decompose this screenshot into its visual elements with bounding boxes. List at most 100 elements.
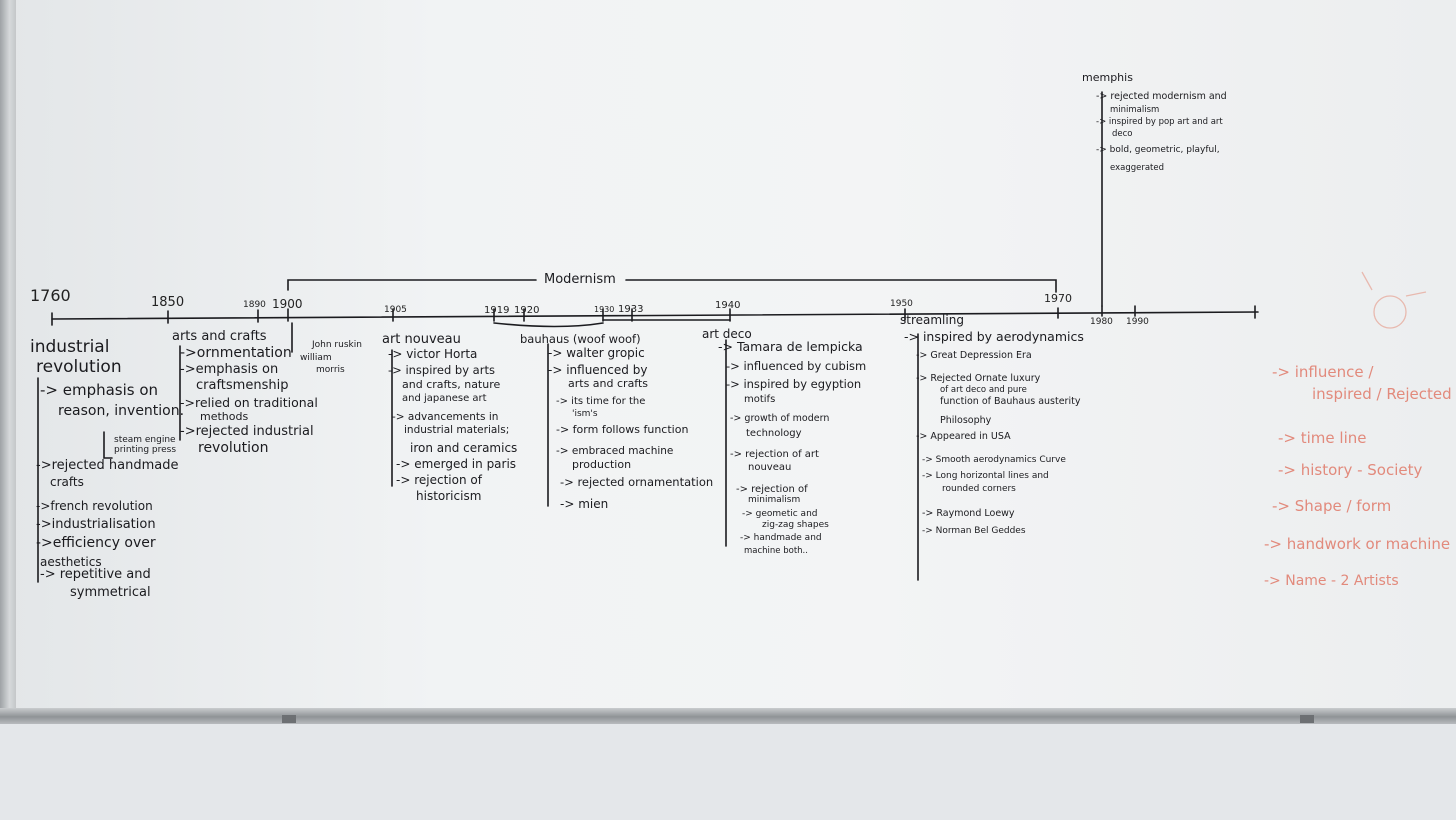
note-item: exaggerated xyxy=(1110,163,1165,173)
note-item: -> bold, geometric, playful, xyxy=(1096,145,1220,155)
year-label: 1905 xyxy=(384,305,407,315)
note-item: -> emphasis on xyxy=(40,381,159,399)
note-item: Philosophy xyxy=(940,415,992,426)
note-item: -> rejected modernism and xyxy=(1096,91,1227,102)
year-label: 1990 xyxy=(1126,317,1149,327)
note-item: of art deco and pure xyxy=(940,385,1027,395)
note-item: -> form follows function xyxy=(556,423,689,436)
note-item: zig-zag shapes xyxy=(762,520,829,530)
note-item: machine both.. xyxy=(744,546,808,556)
section-title: bauhaus (woof woof) xyxy=(520,332,641,346)
red-note-item: inspired / Rejected xyxy=(1312,385,1452,403)
note-item: -> inspired by egyption xyxy=(726,377,862,391)
note-item: -> Norman Bel Geddes xyxy=(922,526,1026,536)
note-item: nouveau xyxy=(748,462,792,473)
note-item: ->french revolution xyxy=(36,499,153,513)
year-label: 1900 xyxy=(272,297,303,311)
note-item: symmetrical xyxy=(70,585,151,600)
red-note-item: -> handwork or machine xyxy=(1264,535,1451,553)
note-item: -> victor Horta xyxy=(388,347,478,361)
year-label: 1980 xyxy=(1090,317,1113,327)
note-item: -> handmade and xyxy=(740,533,822,543)
note-item: -> its time for the xyxy=(556,396,646,407)
whiteboard-frame-left xyxy=(0,0,16,720)
section-title: memphis xyxy=(1082,71,1133,84)
timeline-axis xyxy=(51,311,1259,320)
note-item: and crafts, nature xyxy=(402,378,501,391)
note-item: -> rejected ornamentation xyxy=(560,475,714,489)
section-title: industrial xyxy=(30,337,110,357)
note-item: crafts xyxy=(50,475,84,489)
note-item: aesthetics xyxy=(40,555,102,569)
note-item: rounded corners xyxy=(942,484,1016,494)
note-item: -> inspired by aerodynamics xyxy=(904,329,1084,344)
note-item: -> influenced by xyxy=(548,363,648,377)
note-item: ->relied on traditional xyxy=(180,395,318,410)
note-item: -> inspired by arts xyxy=(388,363,495,377)
wall xyxy=(0,724,1456,820)
note-item: revolution xyxy=(198,440,269,456)
artist-name: morris xyxy=(316,365,345,375)
note-item: craftsmenship xyxy=(196,378,289,393)
note-item: minimalism xyxy=(1110,105,1160,115)
section-title: streamling xyxy=(900,313,964,327)
note-item: motifs xyxy=(744,394,776,405)
note-item: ->rejected handmade xyxy=(36,458,179,473)
section-title: art deco xyxy=(702,327,752,341)
note-item: deco xyxy=(1112,129,1133,139)
artist-name: John ruskin xyxy=(312,340,362,350)
note-item: -> rejection of art xyxy=(730,449,819,460)
year-label: 1950 xyxy=(890,299,913,309)
note-item: reason, invention. xyxy=(58,403,185,419)
year-label: 1940 xyxy=(715,300,741,311)
red-note-item: -> time line xyxy=(1278,429,1367,447)
note-item: -> Rejected Ornate luxury xyxy=(916,373,1041,384)
modernism-label: Modernism xyxy=(544,272,616,287)
year-label: 1760 xyxy=(30,286,71,305)
note-item: -> rejection of xyxy=(396,473,482,487)
note-item: minimalism xyxy=(748,495,801,505)
note-item: -> advancements in xyxy=(392,411,499,423)
tray-clip xyxy=(282,715,296,723)
note-item: printing press xyxy=(114,445,177,455)
red-note-item: -> influence / xyxy=(1272,363,1374,381)
note-item: -> Smooth aerodynamics Curve xyxy=(922,455,1066,465)
year-label: 1919 xyxy=(484,305,510,316)
note-item: -> Raymond Loewy xyxy=(922,508,1015,519)
note-item: steam engine xyxy=(114,435,176,445)
tray-clip xyxy=(1300,715,1314,723)
marker-tray xyxy=(0,708,1456,724)
note-item: -> Great Depression Era xyxy=(916,350,1032,361)
note-item: function of Bauhaus austerity xyxy=(940,396,1081,407)
note-item: production xyxy=(572,458,632,471)
section-title: revolution xyxy=(36,357,122,377)
note-item: technology xyxy=(746,428,802,439)
year-label: 1920 xyxy=(514,305,540,316)
modernism-bracket xyxy=(287,279,1057,293)
timeline-ink-lines xyxy=(37,91,1427,583)
note-item: -> influenced by cubism xyxy=(726,359,867,373)
note-item: -> embraced machine xyxy=(556,445,674,457)
note-item: ->ornmentation xyxy=(180,345,292,361)
note-item: 'ism's xyxy=(572,409,598,419)
red-note-item: -> Name - 2 Artists xyxy=(1264,573,1399,589)
artist-name: william xyxy=(300,353,332,363)
red-note-item: -> history - Society xyxy=(1278,461,1423,479)
year-label: 1933 xyxy=(618,304,644,315)
year-label: 1970 xyxy=(1044,292,1072,305)
year-label: 1930 xyxy=(594,305,615,314)
year-label: 1850 xyxy=(151,295,185,310)
section-title: art nouveau xyxy=(382,332,461,347)
note-item: and japanese art xyxy=(402,393,487,404)
note-item: -> inspired by pop art and art xyxy=(1096,117,1223,127)
note-item: iron and ceramics xyxy=(410,441,518,455)
red-notes-section: -> influence / inspired / Rejected -> ti… xyxy=(1264,358,1456,608)
whiteboard xyxy=(0,0,1456,720)
note-item: -> emerged in paris xyxy=(396,457,517,471)
note-item: -> Tamara de lempicka xyxy=(718,339,863,354)
note-item: ->rejected industrial xyxy=(180,424,314,439)
note-item: -> walter gropic xyxy=(548,346,645,360)
note-item: -> mien xyxy=(560,497,609,511)
note-item: arts and crafts xyxy=(568,377,649,390)
note-item: ->efficiency over xyxy=(36,535,156,551)
